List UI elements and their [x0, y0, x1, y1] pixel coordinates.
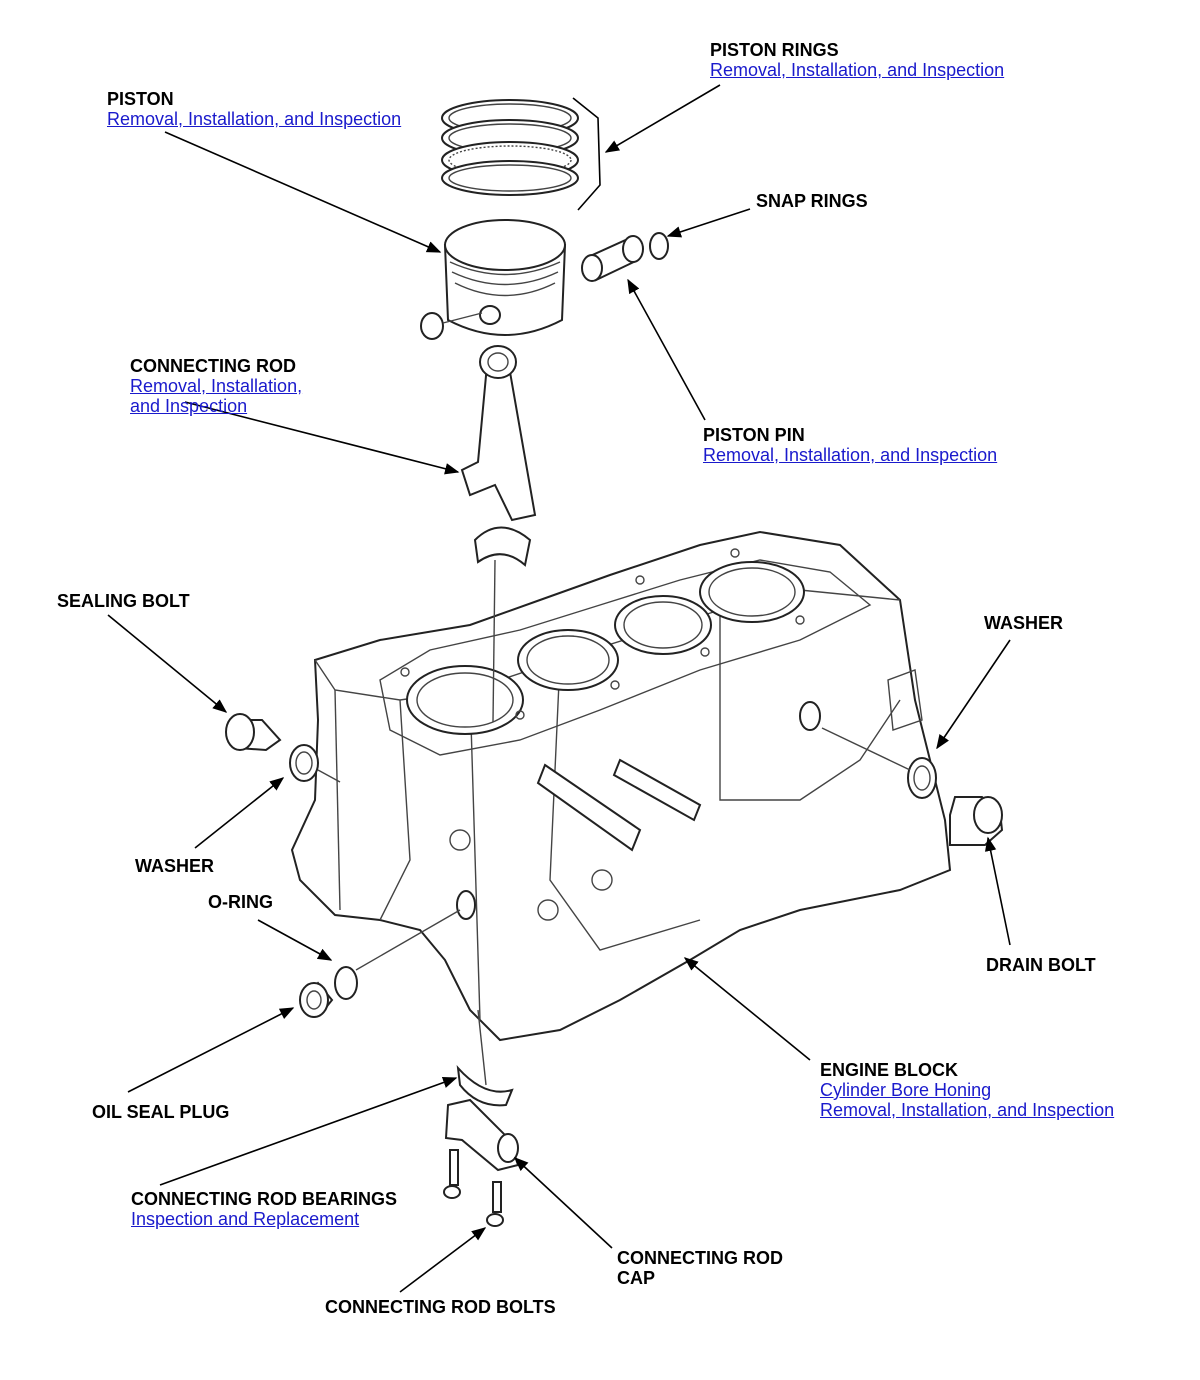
engine-block-drawing: [290, 530, 952, 1042]
link-connecting-rod-removal[interactable]: Removal, Installation,: [130, 376, 303, 396]
label-snap-rings: SNAP RINGS: [756, 191, 868, 211]
label-drain-bolt: DRAIN BOLT: [986, 955, 1096, 975]
label-washer-right: WASHER: [984, 613, 1064, 633]
leader-lines: [107, 84, 1011, 1293]
callout-drain-bolt: DRAIN BOLT: [986, 955, 1096, 975]
label-piston-pin: PISTON PIN: [703, 425, 805, 445]
callout-engine-block: ENGINE BLOCK Cylinder Bore Honing Remova…: [820, 1060, 1114, 1120]
link-piston-rings-removal[interactable]: Removal, Installation, and Inspection: [710, 60, 1005, 80]
label-engine-block: ENGINE BLOCK: [820, 1060, 959, 1080]
callout-piston-rings: PISTON RINGS Removal, Installation, and …: [710, 40, 1004, 80]
label-connecting-rod: CONNECTING ROD: [130, 356, 296, 376]
rod-cap-drawing: [443, 1009, 520, 1227]
link-cylinder-bore-honing[interactable]: Cylinder Bore Honing: [820, 1080, 992, 1100]
link-piston-removal[interactable]: Removal, Installation, and Inspection: [107, 109, 402, 129]
callout-o-ring: O-RING: [208, 892, 273, 912]
label-washer-left: WASHER: [135, 856, 215, 876]
piston-drawing: [420, 219, 567, 340]
link-rod-bearings-inspection[interactable]: Inspection and Replacement: [131, 1209, 360, 1229]
callout-rod-bolts: CONNECTING ROD BOLTS: [325, 1297, 556, 1317]
callout-snap-rings: SNAP RINGS: [756, 191, 868, 211]
link-engine-block-removal[interactable]: Removal, Installation, and Inspection: [820, 1100, 1115, 1120]
piston-rings-drawing: [441, 97, 601, 211]
callout-sealing-bolt: SEALING BOLT: [57, 591, 190, 611]
callout-oil-seal-plug: OIL SEAL PLUG: [92, 1102, 229, 1122]
callout-rod-cap: CONNECTING ROD CAP: [617, 1248, 783, 1288]
label-rod-bearings: CONNECTING ROD BEARINGS: [131, 1189, 398, 1209]
link-connecting-rod-inspection[interactable]: and Inspection: [130, 396, 248, 416]
callout-connecting-rod: CONNECTING ROD Removal, Installation, an…: [130, 356, 302, 416]
label-rod-bolts: CONNECTING ROD BOLTS: [325, 1297, 556, 1317]
drain-bolt-drawing: [821, 727, 1004, 846]
label-rod-cap-line2: CAP: [617, 1268, 656, 1288]
link-piston-pin-removal[interactable]: Removal, Installation, and Inspection: [703, 445, 998, 465]
label-piston-rings: PISTON RINGS: [710, 40, 839, 60]
callout-washer-right: WASHER: [984, 613, 1063, 633]
callout-rod-bearings: CONNECTING ROD BEARINGS Inspection and R…: [131, 1189, 397, 1229]
sealing-bolt-drawing: [225, 713, 341, 783]
piston-pin-drawing: [581, 232, 669, 282]
callout-piston: PISTON Removal, Installation, and Inspec…: [107, 89, 401, 129]
label-o-ring: O-RING: [208, 892, 273, 912]
oil-seal-plug-drawing: [299, 909, 461, 1018]
connecting-rod-drawing: [460, 345, 537, 723]
callout-washer-left: WASHER: [135, 856, 214, 876]
label-sealing-bolt: SEALING BOLT: [57, 591, 190, 611]
label-rod-cap-line1: CONNECTING ROD: [617, 1248, 783, 1268]
label-piston: PISTON: [107, 89, 174, 109]
label-oil-seal-plug: OIL SEAL PLUG: [92, 1102, 230, 1122]
callout-piston-pin: PISTON PIN Removal, Installation, and In…: [703, 425, 997, 465]
